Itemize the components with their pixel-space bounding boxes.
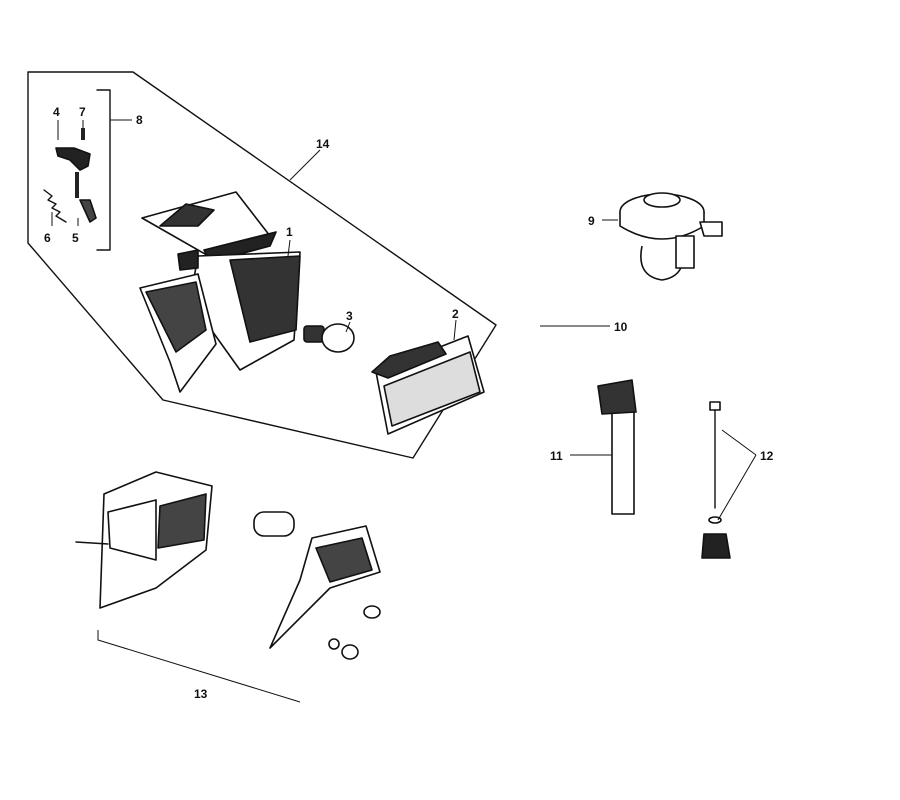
label-10: 10 (614, 320, 628, 334)
part-2-lamp-lens (371, 335, 485, 435)
leader-14 (289, 149, 321, 181)
bracket-13 (97, 630, 301, 703)
label-8: 8 (136, 113, 143, 127)
bracket-8 (96, 89, 111, 251)
label-12: 12 (760, 449, 774, 463)
part-11-stem (597, 379, 637, 515)
part-13-rear-light (75, 471, 381, 660)
label-2: 2 (452, 307, 459, 321)
label-3: 3 (346, 309, 353, 323)
label-14: 14 (316, 137, 330, 151)
part-5-rod (75, 172, 79, 198)
part-6-spring (43, 189, 67, 223)
part-9-bell (619, 192, 723, 281)
small-parts-group (43, 89, 132, 251)
part-10-handlebar (519, 287, 837, 391)
part-3-bulb (303, 323, 355, 353)
leader-1 (287, 239, 291, 257)
leader-12b (717, 454, 757, 521)
label-5: 5 (72, 231, 79, 245)
leader-3 (345, 321, 351, 333)
label-13: 13 (194, 687, 208, 701)
label-11: 11 (550, 449, 563, 463)
assembly-14-outline (27, 71, 497, 459)
part-12-bolt (701, 401, 731, 559)
part-1-headlamp-housing (139, 191, 301, 393)
label-6: 6 (44, 231, 51, 245)
label-7: 7 (79, 105, 86, 119)
part-5-spring (79, 199, 97, 223)
leader-12a (721, 429, 757, 456)
part-7-screw (81, 128, 85, 140)
leader-2 (453, 319, 457, 341)
label-1: 1 (286, 225, 293, 239)
part-4-clip (55, 147, 91, 171)
label-4: 4 (53, 105, 60, 119)
label-9: 9 (588, 214, 595, 228)
